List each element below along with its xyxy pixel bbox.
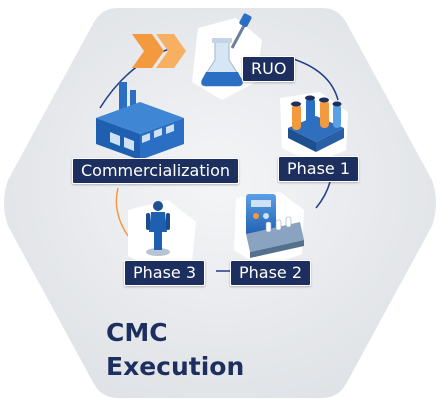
page-title: CMC Execution xyxy=(106,316,244,384)
factory-icon xyxy=(96,82,184,160)
flask-dropper-icon xyxy=(201,13,252,87)
cycle-line-phase1-phase2 xyxy=(315,181,331,209)
test-tubes-rack-icon xyxy=(288,95,344,152)
title-line-2: Execution xyxy=(106,352,245,381)
label-commercialization: Commercialization xyxy=(72,158,239,184)
person-figure-icon xyxy=(146,201,170,256)
title-line-1: CMC xyxy=(106,318,168,347)
label-phase1: Phase 1 xyxy=(278,156,360,182)
label-ruo: RUO xyxy=(242,56,296,82)
cycle-line-ruo-phase1 xyxy=(289,57,339,101)
label-phase3: Phase 3 xyxy=(124,260,206,286)
label-phase2: Phase 2 xyxy=(230,260,312,286)
cycle-line-phase3-commercialization xyxy=(115,187,129,237)
production-line-icon xyxy=(246,194,304,258)
double-chevron-icon xyxy=(132,34,186,68)
